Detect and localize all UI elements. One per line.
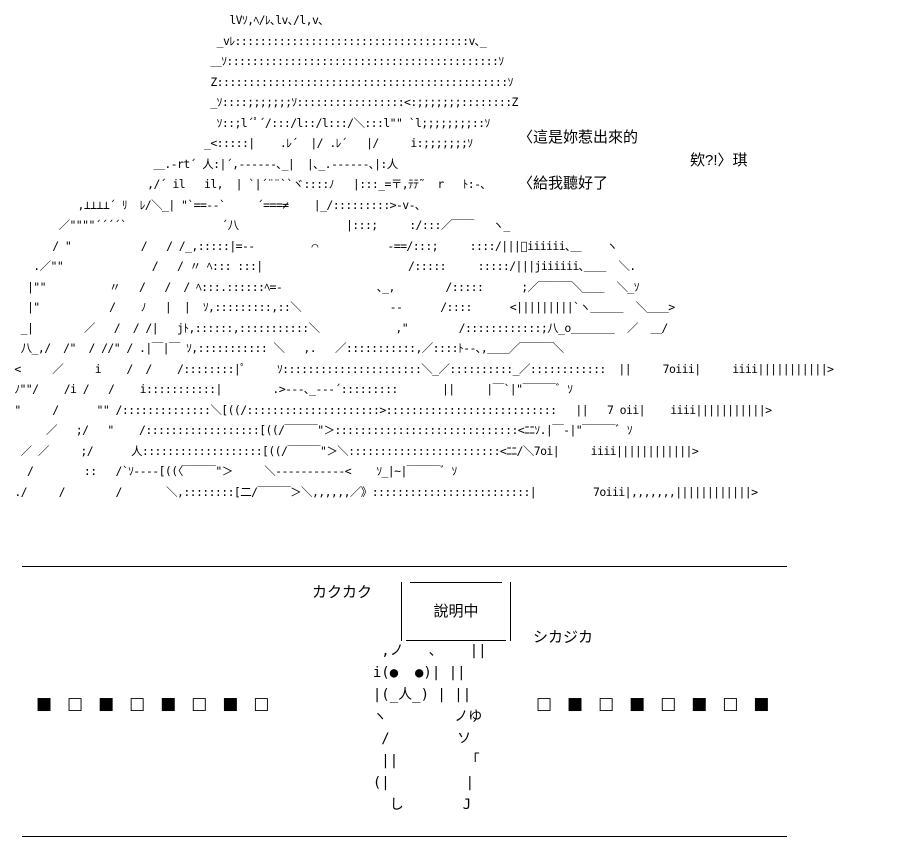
sign-bottom-edge — [406, 640, 506, 641]
divider-top — [22, 566, 787, 567]
speech-line-1: 〈這是妳惹出來的 — [518, 129, 639, 146]
sign-board: 說明中 — [401, 582, 511, 641]
sound-effect-right: シカジカ — [533, 629, 594, 646]
ascii-art-figure: lVｿ,ﾍ/ﾚ､lv､/l,v､ _vﾚ::::::::::::::::::::… — [14, 13, 834, 499]
square-pattern-left: ■□■□■□■□ — [36, 694, 285, 714]
small-ascii-character: ,ノ ､ || i(● ●)| || |(_人_) | || ヽ ノゆ / ソ … — [372, 643, 487, 813]
speech-line-2: 欸?!〉琪 — [690, 152, 748, 169]
square-pattern-right: □■□■□■□■ — [536, 694, 785, 714]
sign-text: 說明中 — [433, 603, 479, 620]
sound-effect-left: カクカク — [312, 584, 373, 601]
sign-top-edge — [410, 582, 502, 583]
divider-bottom — [22, 836, 787, 837]
speech-line-3: 〈給我聽好了 — [518, 175, 609, 192]
